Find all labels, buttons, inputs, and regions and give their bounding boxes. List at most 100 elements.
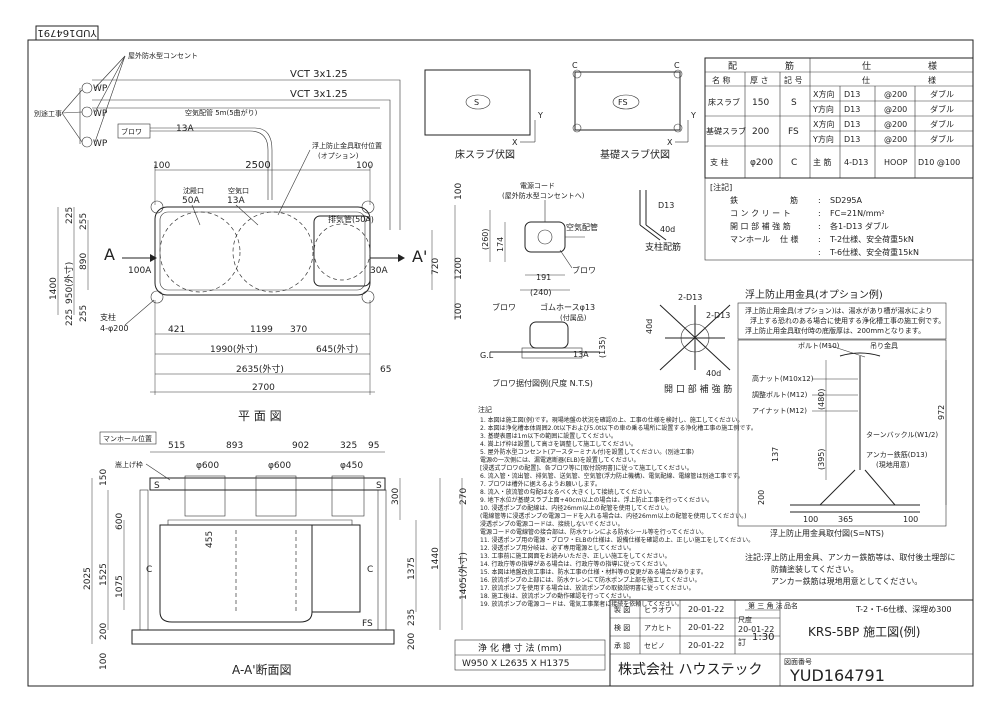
svg-text:FS: FS	[788, 127, 799, 137]
svg-text:2500: 2500	[245, 160, 270, 171]
anti-float-title: 浮上防止用金具取付図(S=NTS)	[770, 528, 884, 538]
svg-text:6. 流入管・流出管、排気管、送気管、空気管(浮力防止機構): 6. 流入管・流出管、排気管、送気管、空気管(浮力防止機構)、電気配線、電線管は…	[480, 472, 744, 480]
svg-text:@200: @200	[884, 105, 907, 114]
svg-text:(480): (480)	[817, 388, 826, 410]
svg-text:100: 100	[454, 303, 464, 320]
svg-text:2635(外寸): 2635(外寸)	[236, 363, 284, 375]
svg-text:2025: 2025	[83, 567, 93, 590]
svg-text:ブロワ: ブロワ	[492, 302, 516, 312]
svg-text:図面番号: 図面番号	[784, 658, 812, 666]
svg-text:ボルト(M10): ボルト(M10)	[798, 342, 840, 350]
svg-text:370: 370	[290, 325, 307, 335]
svg-text:40d: 40d	[645, 319, 654, 334]
svg-text:φ200: φ200	[750, 158, 773, 168]
svg-text:浮上防止用金具取付時の底版厚は、200mmとなります。: 浮上防止用金具取付時の底版厚は、200mmとなります。	[745, 326, 925, 335]
svg-text:(135): (135)	[598, 336, 607, 358]
svg-text:注記: 注記	[478, 405, 492, 414]
svg-text:浸透ポンプの電源コードは、接続しないでください。: 浸透ポンプの電源コードは、接続しないでください。	[480, 520, 624, 528]
wp-label-3: WP	[93, 139, 108, 149]
svg-text:40d: 40d	[660, 225, 675, 234]
svg-text:ダブル: ダブル	[930, 119, 954, 129]
svg-text:FS: FS	[618, 98, 628, 107]
svg-text:174: 174	[496, 237, 505, 252]
svg-text:空気配管: 空気配管	[566, 222, 598, 232]
svg-text:225: 225	[65, 207, 75, 224]
svg-text:17. 放流ポンプを使用する場合は、放流ポンプの取扱説明書に: 17. 放流ポンプを使用する場合は、放流ポンプの取扱説明書に従ってください。	[480, 584, 695, 592]
svg-text:9. 地下水位が基礎スラブ上面+40cm以上の場合は、浮上防: 9. 地下水位が基礎スラブ上面+40cm以上の場合は、浮上防止工事を行ってくださ…	[480, 496, 713, 504]
svg-text:A': A'	[412, 247, 427, 266]
svg-text:13A: 13A	[176, 124, 194, 134]
svg-text:検 図: 検 図	[614, 623, 630, 632]
svg-text:支柱: 支柱	[100, 312, 116, 322]
svg-text:セビノ: セビノ	[644, 641, 665, 650]
svg-text:7. ブロワは槽外に据えるようお願いします。: 7. ブロワは槽外に据えるようお願いします。	[480, 480, 601, 488]
svg-text:600: 600	[115, 513, 125, 530]
svg-text:421: 421	[168, 325, 185, 335]
svg-text:鉄: 鉄	[730, 195, 738, 205]
svg-text:191: 191	[536, 273, 551, 282]
svg-text:255: 255	[79, 305, 89, 322]
svg-text:300: 300	[391, 488, 401, 505]
svg-text:アイナット(M12): アイナット(M12)	[752, 407, 807, 415]
svg-text:972: 972	[937, 405, 946, 420]
svg-text:YUD164791: YUD164791	[37, 27, 97, 38]
svg-text:1:30: 1:30	[752, 632, 774, 643]
svg-text:95: 95	[368, 441, 379, 451]
svg-text:調整ボルト(M12): 調整ボルト(M12)	[752, 390, 808, 399]
svg-text:100: 100	[454, 183, 464, 200]
svg-text:HOOP: HOOP	[884, 158, 908, 167]
base-slab-plan: C C FS X Y 基礎スラブ伏図	[572, 61, 696, 161]
svg-text:S: S	[154, 481, 160, 491]
svg-text:X方向: X方向	[813, 89, 834, 99]
svg-text:1075: 1075	[115, 575, 125, 598]
svg-text:ブロワ: ブロワ	[121, 127, 142, 136]
svg-text:950(外寸): 950(外寸)	[63, 262, 75, 304]
svg-text:アンカー鉄筋は現地用意としてください。: アンカー鉄筋は現地用意としてください。	[771, 576, 922, 586]
svg-text:主 筋: 主 筋	[813, 157, 832, 167]
section-view: マンホール位置 嵩上げ枠 515 893 902 325 95 φ600 φ60…	[83, 431, 469, 677]
pillar-rebar-title: 支柱配筋	[645, 241, 681, 253]
svg-text:Y方向: Y方向	[812, 134, 834, 144]
svg-text:100A: 100A	[128, 266, 152, 276]
svg-text:1200: 1200	[454, 257, 464, 280]
blower-detail: 電源コード (屋外防水型コンセントへ) 空気配管 ブロワ (260) 174 1…	[480, 181, 607, 388]
svg-text:(240): (240)	[530, 288, 552, 297]
svg-text:325: 325	[340, 441, 357, 451]
svg-text:配: 配	[728, 61, 737, 72]
svg-text:品名: 品名	[784, 601, 798, 610]
svg-text:1400: 1400	[49, 277, 59, 300]
svg-text:1525: 1525	[99, 563, 109, 586]
svg-text:防錆塗装してください。: 防錆塗装してください。	[771, 564, 859, 574]
svg-text:1199: 1199	[250, 325, 273, 335]
svg-text::: :	[818, 196, 821, 205]
pillar-rebar-detail: D13 40d 支柱配筋	[639, 190, 681, 253]
svg-text:@200: @200	[884, 135, 907, 144]
svg-text:X: X	[512, 138, 518, 147]
svg-text:13. 工事前に施工図面をお読みいただき、正しい施工をしてく: 13. 工事前に施工図面をお読みいただき、正しい施工をしてください。	[480, 552, 671, 560]
svg-text:φ600: φ600	[268, 461, 291, 471]
svg-text:厚 さ: 厚 さ	[750, 76, 769, 85]
svg-text:第 三 角 法: 第 三 角 法	[748, 601, 783, 610]
svg-text:20-01-22: 20-01-22	[688, 623, 724, 632]
svg-text:(260): (260)	[481, 228, 490, 250]
svg-text:S: S	[474, 98, 479, 107]
svg-text:100: 100	[99, 653, 109, 670]
svg-text:@200: @200	[884, 90, 907, 99]
svg-text:吊り金具: 吊り金具	[870, 341, 898, 350]
anti-float-fitting: 浮上防止用金具(オプション例) 浮上防止用金具(オプション)は、湯水があり槽が湯…	[737, 288, 955, 586]
svg-text:(電線管等に浸透ポンプの電源コードを入れる場合は、内径26m: (電線管等に浸透ポンプの電源コードを入れる場合は、内径26mm以上の配管を使用し…	[480, 512, 746, 520]
svg-text:X: X	[667, 138, 673, 147]
svg-text:10. 浸透ポンプの配線は、内径26mm以上の配管を使用して: 10. 浸透ポンプの配線は、内径26mm以上の配管を使用してください。	[480, 504, 672, 512]
opening-rebar-detail: 2-D13 2-D13 40d 40d 開 口 部 補 強 筋	[645, 293, 732, 395]
spec-notes: [注記] 鉄 筋 : SD295A コ ン ク リ ー ト : FC=21N/m…	[704, 177, 974, 261]
svg-text::: :	[818, 235, 821, 244]
svg-text:40d: 40d	[706, 369, 721, 378]
svg-text:尺度: 尺度	[738, 615, 752, 624]
svg-text:A: A	[104, 245, 115, 264]
general-notes: 注記 1. 本図は施工図(例)です。現場地盤の状況を確認の上、工事の仕様を検討し…	[478, 405, 757, 608]
svg-text:記 号: 記 号	[784, 75, 803, 85]
air-pipe-label: 空気配管 5m(5曲がり)	[185, 108, 258, 117]
svg-text:3. 基礎表層は1m以下の範囲に設置してください。: 3. 基礎表層は1m以下の範囲に設置してください。	[480, 432, 617, 440]
svg-text:アカヒト: アカヒト	[644, 624, 672, 632]
svg-text:200: 200	[407, 633, 417, 650]
